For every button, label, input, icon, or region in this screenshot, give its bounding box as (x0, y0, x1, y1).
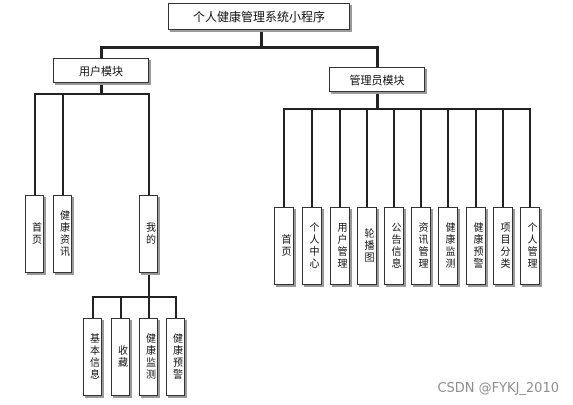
connector-line (92, 296, 94, 318)
connector-line (420, 108, 422, 207)
mine-node-health-monitor: 健康监测 (139, 318, 158, 396)
admin-node-news-management: 资讯管理 (411, 207, 431, 285)
connector-line (475, 108, 477, 207)
connector-line (502, 108, 504, 207)
user-module-node: 用户模块 (53, 58, 149, 83)
connector-line (100, 83, 103, 95)
connector-line (100, 46, 377, 49)
connector-line (92, 296, 176, 298)
user-node-mine: 我的 (139, 195, 158, 273)
user-node-health-news: 健康资讯 (53, 195, 72, 273)
connector-line (100, 46, 103, 58)
connector-line (175, 296, 177, 318)
watermark-text: CSDN @FYKJ_2010 (437, 381, 559, 396)
connector-line (148, 273, 150, 297)
connector-line (148, 296, 150, 318)
user-node-home: 首页 (25, 195, 44, 273)
connector-line (148, 93, 150, 195)
admin-node-user-management: 用户管理 (330, 207, 350, 285)
connector-line (529, 108, 531, 207)
admin-node-health-monitor: 健康监测 (438, 207, 458, 285)
mine-node-favorites: 收藏 (111, 318, 130, 396)
connector-line (34, 93, 36, 195)
admin-node-announcements: 公告信息 (384, 207, 404, 285)
connector-line (366, 108, 368, 207)
mine-node-health-alert: 健康预警 (166, 318, 185, 396)
mine-node-basic-info: 基本信息 (83, 318, 102, 396)
connector-line (120, 296, 122, 318)
connector-line (339, 108, 341, 207)
connector-line (393, 108, 395, 207)
admin-node-project-category: 项目分类 (493, 207, 513, 285)
connector-line (62, 93, 64, 195)
connector-line (376, 92, 379, 109)
root-node-title: 个人健康管理系统小程序 (168, 3, 350, 30)
connector-line (311, 108, 313, 207)
connector-line (376, 46, 379, 67)
connector-line (34, 93, 150, 95)
connector-line (260, 30, 263, 47)
admin-node-personal-center: 个人中心 (302, 207, 322, 285)
admin-node-health-alert: 健康预警 (466, 207, 486, 285)
admin-node-home: 首页 (274, 207, 294, 285)
admin-node-carousel: 轮播图 (357, 207, 377, 285)
admin-module-node: 管理员模块 (329, 67, 425, 92)
connector-line (447, 108, 449, 207)
connector-line (283, 108, 531, 110)
connector-line (283, 108, 285, 207)
admin-node-personal-management: 个人管理 (520, 207, 540, 285)
